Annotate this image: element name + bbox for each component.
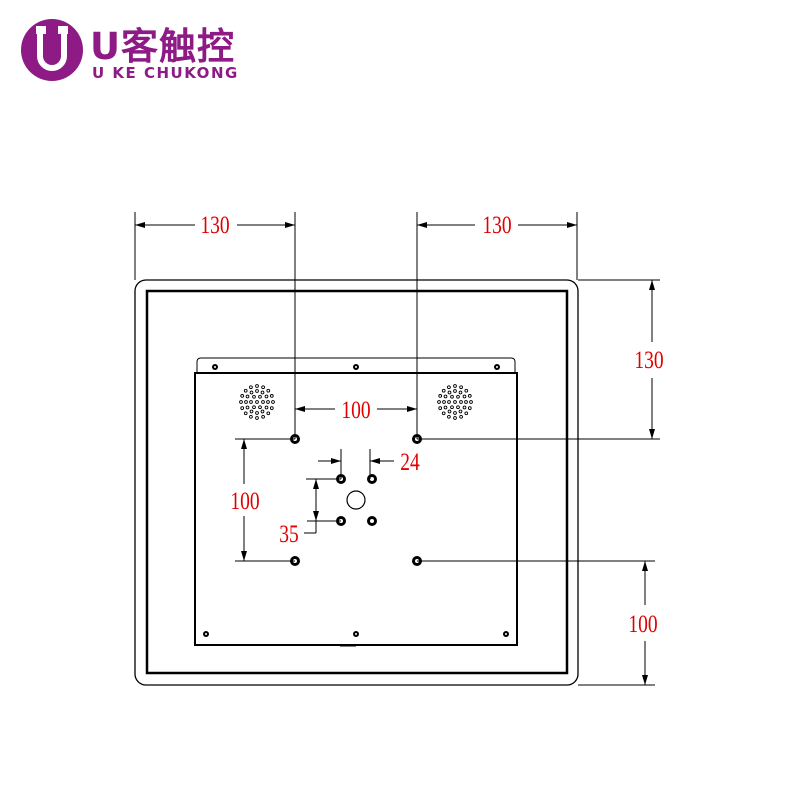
screw-center (355, 633, 357, 635)
dim-vesa-small-35: 35 (279, 520, 298, 548)
dim-top-left-130: 130 (200, 211, 229, 239)
vesa-hole-center (370, 477, 374, 481)
screw-center (496, 366, 498, 368)
speaker-hole (438, 394, 443, 398)
speaker-hole (459, 414, 463, 419)
speaker-hole (442, 400, 446, 404)
vesa-hole-center (370, 519, 374, 523)
speaker-hole (453, 411, 457, 415)
speaker-hole (450, 405, 454, 410)
speaker-hole (447, 400, 451, 404)
speaker-hole (441, 411, 446, 416)
speaker-hole (261, 385, 265, 390)
speaker-hole (261, 400, 265, 404)
speaker-hole (456, 394, 460, 399)
logo-u-icon (21, 19, 83, 81)
speaker-hole (443, 394, 448, 399)
back-plate-tab (196, 357, 516, 373)
speaker-hole (266, 388, 271, 393)
speaker-hole (456, 405, 460, 410)
speaker-hole (258, 394, 262, 399)
speaker-hole (269, 406, 274, 410)
screw-center (205, 633, 207, 635)
speaker-hole (464, 388, 469, 393)
speaker-hole (249, 385, 253, 390)
speaker-hole (458, 390, 463, 395)
inner-frame (145, 289, 569, 675)
speaker-hole (464, 400, 468, 404)
speaker-hole (467, 394, 472, 398)
speaker-hole (464, 411, 469, 416)
dim-right-100: 100 (628, 610, 657, 638)
speaker-hole (269, 394, 274, 398)
speaker-hole (447, 409, 452, 414)
speaker-hole (258, 405, 262, 410)
dim-right-130: 130 (634, 346, 663, 374)
speaker-hole (450, 394, 454, 399)
speaker-hole (255, 389, 259, 393)
logo-english-text: U KE CHUKONG (92, 64, 239, 82)
logo-chinese-text: U客触控 (90, 25, 236, 68)
speaker-hole (453, 416, 457, 420)
speaker-hole (260, 390, 265, 395)
screws (203, 364, 509, 637)
speaker-hole (266, 400, 270, 404)
speaker-hole (264, 394, 269, 399)
back-plate (194, 372, 518, 646)
speaker-hole (252, 405, 256, 410)
speaker-hole (441, 388, 446, 393)
speaker-hole (255, 416, 259, 420)
speaker-hole (240, 406, 245, 410)
speaker-hole (453, 400, 457, 404)
speaker-hole (462, 394, 467, 399)
speaker-hole (459, 385, 463, 390)
speaker-hole (437, 400, 441, 404)
speaker-hole (453, 384, 457, 388)
speaker-hole (438, 406, 443, 410)
speakers (239, 384, 473, 420)
speaker-hole (447, 390, 452, 395)
speaker-hole (255, 384, 259, 388)
speaker-hole (261, 414, 265, 419)
speaker-hole (447, 385, 451, 390)
speaker-hole (252, 394, 256, 399)
speaker-hole (271, 400, 275, 404)
speaker-hole (255, 400, 259, 404)
speaker-hole (467, 406, 472, 410)
speaker-hole (249, 409, 254, 414)
screw-center (355, 366, 357, 368)
speaker-hole (459, 400, 463, 404)
speaker-hole (462, 405, 467, 410)
dim-vesa-small-24: 24 (400, 448, 419, 476)
speaker-hole (244, 400, 248, 404)
speaker-hole (447, 414, 451, 419)
dim-vesa-horizontal-100: 100 (341, 396, 370, 424)
dim-top-right-130: 130 (482, 211, 511, 239)
speaker-hole (469, 400, 473, 404)
speaker-hole (249, 414, 253, 419)
speaker-hole (245, 394, 250, 399)
speaker-hole (249, 390, 254, 395)
speaker-hole (266, 411, 271, 416)
speaker-hole (443, 405, 448, 410)
center-hole (346, 490, 366, 510)
speaker-hole (249, 400, 253, 404)
screw-center (214, 366, 216, 368)
screw-center (505, 633, 507, 635)
speaker-hole (458, 409, 463, 414)
speaker-hole (243, 388, 248, 393)
speaker-hole (240, 394, 245, 398)
speaker-hole (260, 409, 265, 414)
outer-frame (134, 279, 579, 686)
speaker-hole (239, 400, 243, 404)
brand-logo: U客触控 U KE CHUKONG (20, 16, 250, 86)
speaker-hole (243, 411, 248, 416)
speaker-hole (453, 389, 457, 393)
speaker-hole (264, 405, 269, 410)
speaker-hole (255, 411, 259, 415)
dim-vesa-vertical-100: 100 (230, 487, 259, 515)
speaker-hole (245, 405, 250, 410)
